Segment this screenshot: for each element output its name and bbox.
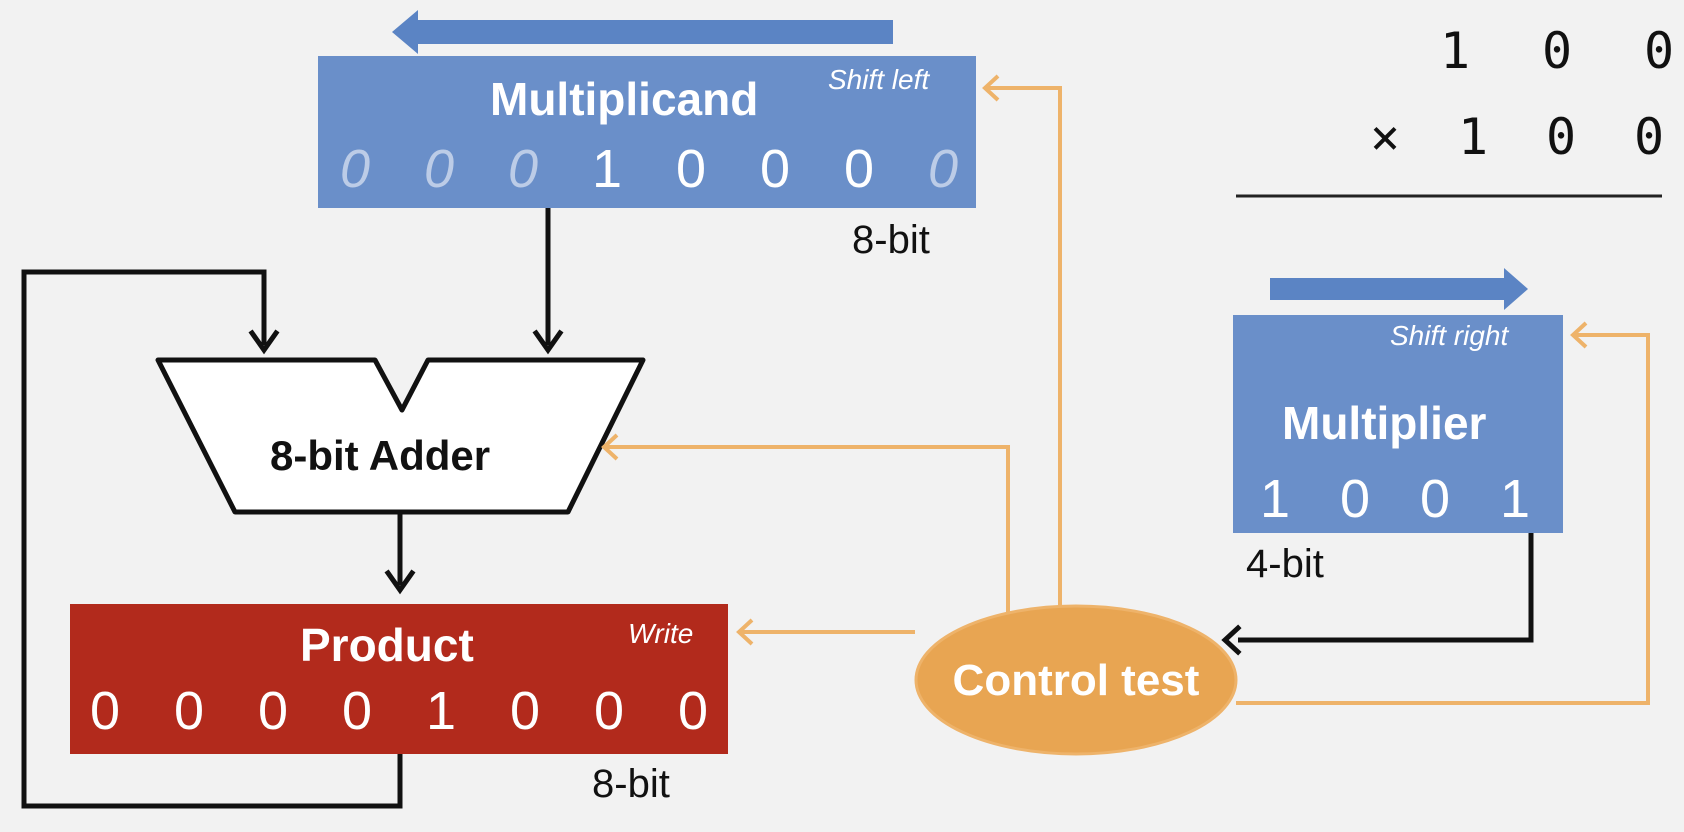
shift-right-arrow	[1270, 268, 1528, 310]
product-register	[70, 604, 728, 754]
multiplicand-bit-2: 0	[507, 139, 539, 199]
multiplicand-bit-6: 0	[843, 139, 875, 199]
multiplicand-bit-0: 0	[339, 139, 371, 199]
multiplier-bit-0: 1	[1259, 469, 1291, 529]
control-arrowheads	[601, 74, 1588, 646]
product-size: 8-bit	[592, 762, 670, 806]
product-bit-6: 0	[593, 681, 625, 741]
multiplier-shift-tag: Shift right	[1390, 320, 1509, 351]
black-wires	[21, 208, 1534, 809]
adder-shape	[155, 357, 646, 515]
multiplicand-register	[318, 56, 976, 208]
product-bit-5: 0	[509, 681, 541, 741]
example-row-1: 1 0 0	[1430, 22, 1674, 82]
example-row-1-digit-1: 0	[1541, 22, 1573, 80]
multiplier-register	[1233, 315, 1563, 533]
multiplicand-size: 8-bit	[852, 218, 930, 262]
adder-label: 8-bit Adder	[270, 432, 491, 479]
product-write-tag: Write	[628, 618, 694, 649]
control-wires	[603, 86, 1650, 705]
example-row-1-digit-2: 0	[1643, 22, 1675, 80]
multiplicand-bit-4: 0	[675, 139, 707, 199]
product-bit-0: 0	[89, 681, 121, 741]
multiplicand-bit-7: 0	[927, 139, 959, 199]
multiplicand-shift-tag: Shift left	[828, 64, 930, 95]
shift-left-arrow	[392, 10, 893, 54]
product-bit-1: 0	[173, 681, 205, 741]
product-bit-2: 0	[257, 681, 289, 741]
product-bit-4: 1	[425, 681, 457, 741]
example-row-2-digit-3: 0	[1633, 108, 1665, 166]
product-bit-7: 0	[677, 681, 709, 741]
control-label: Control test	[952, 656, 1200, 705]
multiplier-title: Multiplier	[1282, 397, 1487, 449]
multiplicand-bit-5: 0	[759, 139, 791, 199]
product-title: Product	[300, 619, 474, 671]
black-arrowheads	[248, 329, 1242, 656]
example-row-2-digit-0: ×	[1369, 108, 1401, 166]
control-unit	[914, 604, 1238, 756]
multiplier-bit-2: 0	[1419, 469, 1451, 529]
multiplier-bit-1: 0	[1339, 469, 1371, 529]
multiplier-bit-3: 1	[1499, 469, 1531, 529]
multiplicand-title: Multiplicand	[490, 73, 759, 125]
multiplicand-bit-1: 0	[423, 139, 455, 199]
example-row-2-digit-2: 0	[1545, 108, 1577, 166]
example-row-1-digit-0: 1	[1439, 22, 1471, 80]
product-bit-3: 0	[341, 681, 373, 741]
multiplier-size: 4-bit	[1246, 542, 1324, 586]
multiplicand-bit-3: 1	[591, 139, 623, 199]
example-row-2-digit-1: 1	[1457, 108, 1489, 166]
